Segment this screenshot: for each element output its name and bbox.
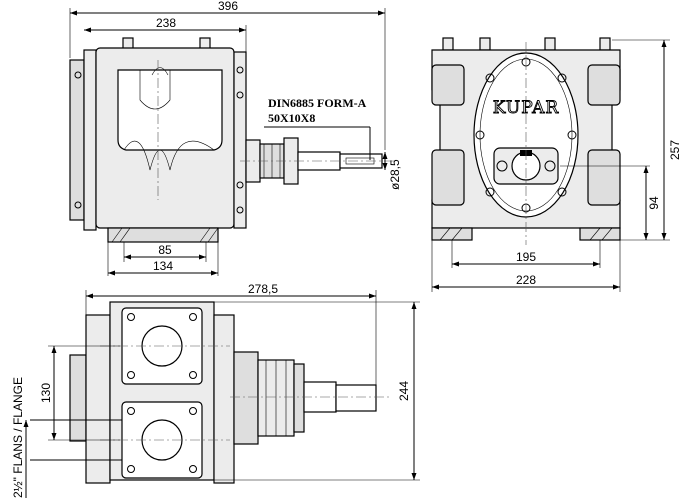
svg-text:ø28,5: ø28,5 [388,159,402,190]
shaft-key-spec-line1: DIN6885 FORM-A [268,96,367,110]
dim-plan-length: 278,5 [85,282,377,385]
side-view [69,37,395,243]
dim-shaft-height: 94 [560,165,661,240]
svg-text:195: 195 [516,250,536,264]
brand-logo: KUPAR [493,98,560,118]
svg-text:257: 257 [668,140,682,160]
dim-foot-bolt-width: 195 [451,240,601,268]
dim-foot-length: 134 [107,242,219,276]
dim-flange-spacing: 130 [39,345,120,441]
svg-text:238: 238 [156,16,176,30]
front-view [431,37,621,245]
dim-plan-width: 244 [214,301,420,481]
dim-body-length: 238 [84,16,247,52]
svg-text:130: 130 [39,383,53,403]
dim-foot-bolt-spacing: 85 [123,242,207,262]
svg-text:134: 134 [153,259,173,273]
svg-text:94: 94 [647,196,661,210]
dim-foot-width: 228 [431,240,621,292]
flange-size-label: 2½" FLANS / FLANGE [11,377,122,498]
svg-text:396: 396 [218,0,238,13]
svg-text:228: 228 [516,273,536,287]
dim-overall-length: 396 [69,0,386,150]
svg-text:2½" FLANS / FLANGE: 2½" FLANS / FLANGE [11,377,25,498]
svg-text:85: 85 [158,243,172,257]
svg-text:278,5: 278,5 [248,282,278,296]
dim-height: 257 [612,39,682,241]
svg-text:244: 244 [397,381,411,401]
shaft-key-spec-line2: 50X10X8 [268,111,315,125]
dim-shaft-diameter: ø28,5 [382,152,402,190]
plan-view [69,301,390,484]
